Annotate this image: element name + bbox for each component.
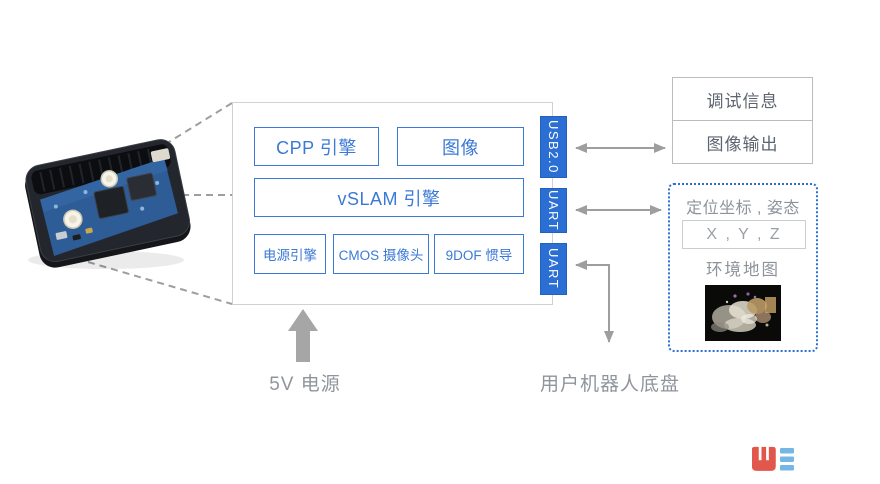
pose-title: 定位坐标 , 姿态 <box>686 200 800 217</box>
image-output-row: 图像输出 <box>706 134 779 154</box>
block-image-label: 图像 <box>442 137 479 158</box>
block-9dof-imu: 9DOF 惯导 <box>434 234 524 274</box>
debug-output-box: 调试信息 图像输出 <box>672 77 813 164</box>
block-9dof-imu-label: 9DOF 惯导 <box>445 248 513 263</box>
module-block-diagram: CPP 引擎 图像 vSLAM 引擎 电源引擎 CMOS 摄像头 9DOF 惯导 <box>232 102 553 305</box>
port-uart1-tab: UART <box>540 188 567 233</box>
uart2-elbow-arrow <box>575 260 614 343</box>
xyz-coords-label: X , Y , Z <box>706 225 782 243</box>
brand-logo-icon <box>752 446 794 471</box>
xyz-coords-box: X , Y , Z <box>682 220 806 249</box>
block-cmos-camera-label: CMOS 摄像头 <box>338 248 424 263</box>
robot-chassis-caption: 用户机器人底盘 <box>539 374 680 395</box>
debug-info-row: 调试信息 <box>673 78 812 121</box>
power-supply-caption: 5V 电源 <box>269 374 341 395</box>
block-cmos-camera: CMOS 摄像头 <box>333 234 429 274</box>
port-usb2-tab: USB2.0 <box>540 116 567 178</box>
port-uart1-label: UART <box>546 189 561 232</box>
block-power-engine-label: 电源引擎 <box>263 248 317 263</box>
vslam-board-photo <box>25 139 191 269</box>
localization-result-box: 定位坐标 , 姿态 X , Y , Z 环境地图 <box>668 183 818 352</box>
environment-map-thumbnail <box>705 285 781 341</box>
block-vslam-engine-label: vSLAM 引擎 <box>337 188 441 209</box>
block-cpp-engine: CPP 引擎 <box>254 127 379 166</box>
block-power-engine: 电源引擎 <box>254 234 326 274</box>
port-uart2-label: UART <box>546 248 561 290</box>
block-cpp-engine-label: CPP 引擎 <box>276 137 357 158</box>
environment-map-label: 环境地图 <box>706 261 780 279</box>
port-uart2-tab: UART <box>540 243 567 295</box>
block-image: 图像 <box>397 127 524 166</box>
port-usb2-label: USB2.0 <box>546 120 561 174</box>
power-up-arrow <box>288 309 318 362</box>
block-vslam-engine: vSLAM 引擎 <box>254 178 524 217</box>
